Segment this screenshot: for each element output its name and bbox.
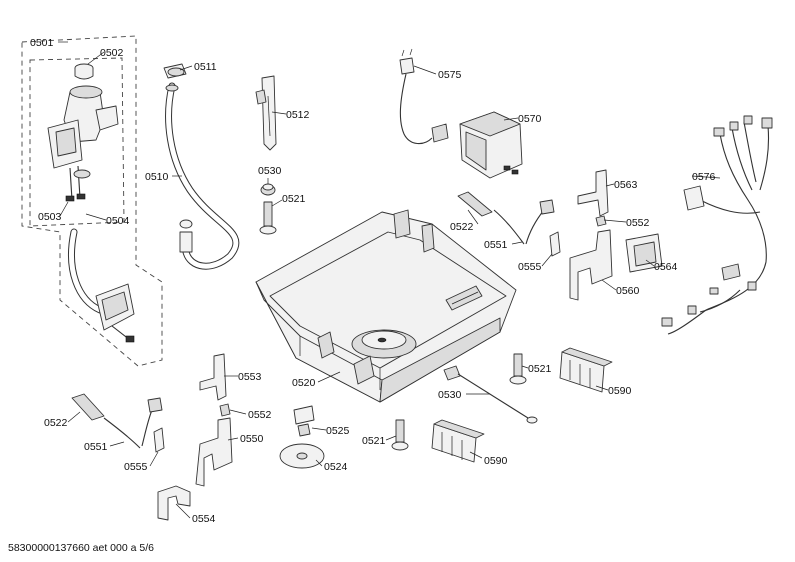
part-0555-clip-right (549, 231, 561, 257)
label-0501: 0501 (30, 37, 54, 49)
label-0504: 0504 (106, 215, 130, 227)
part-0563-bracket (577, 169, 609, 217)
label-0564: 0564 (654, 261, 678, 273)
part-0524-disc (279, 443, 325, 469)
part-0510-drain-hose (163, 63, 240, 270)
part-0521-screw-lower (391, 419, 409, 451)
part-0590-filter-upper (559, 347, 613, 393)
part-0522-strip-left (71, 393, 105, 421)
assembly-0501-boundary (21, 35, 163, 367)
label-0550: 0550 (240, 433, 264, 445)
part-0504-hose (68, 228, 135, 343)
label-0555-right: 0555 (518, 261, 542, 273)
part-0520-base-tub (255, 209, 517, 403)
label-0553: 0553 (238, 371, 262, 383)
part-0530-nut-upper (260, 183, 276, 196)
label-0555-left: 0555 (124, 461, 148, 473)
label-0502: 0502 (100, 47, 124, 59)
label-0590-upper: 0590 (608, 385, 632, 397)
part-0522-strip-right (457, 191, 493, 217)
part-0570-electronic-module (459, 111, 523, 179)
label-0530-upper: 0530 (258, 165, 282, 177)
part-0551-sensor-left (103, 397, 163, 449)
part-0554-bracket (157, 485, 191, 521)
part-0502-water-valve (47, 63, 119, 202)
label-0512: 0512 (286, 109, 310, 121)
label-0590-lower: 0590 (484, 455, 508, 467)
part-0555-clip-left (153, 427, 165, 453)
assembly-0501-inner-boundary (29, 57, 125, 227)
label-0560: 0560 (616, 285, 640, 297)
part-0576-wiring-harness (661, 115, 773, 335)
label-0570: 0570 (518, 113, 542, 125)
document-reference-footer: 58300000137660 aet 000 a 5/6 (8, 542, 154, 554)
part-0530-rod (443, 365, 538, 424)
part-0553-bracket (199, 353, 227, 401)
label-0522-left: 0522 (44, 417, 68, 429)
label-0524: 0524 (324, 461, 348, 473)
part-0550-mount-plate (195, 417, 233, 487)
leader-lines (58, 41, 721, 519)
label-0530-lower: 0530 (438, 389, 462, 401)
label-0503: 0503 (38, 211, 62, 223)
label-0554: 0554 (192, 513, 216, 525)
part-0525-connector (293, 405, 315, 437)
part-0512-bracket (255, 75, 277, 151)
part-0521-screw-mid (509, 353, 527, 385)
part-0560-mount-plate (569, 229, 613, 301)
label-0551-left: 0551 (84, 441, 108, 453)
part-0552-clip-right (595, 215, 607, 227)
label-0563: 0563 (614, 179, 638, 191)
part-0551-sensor-right (493, 199, 555, 245)
label-0521-mid: 0521 (528, 363, 552, 375)
label-0552-left: 0552 (248, 409, 272, 421)
label-0576: 0576 (692, 171, 716, 183)
label-0522-right: 0522 (450, 221, 474, 233)
label-0521-lower: 0521 (362, 435, 386, 447)
label-0552-right: 0552 (626, 217, 650, 229)
part-0564-cover (625, 233, 663, 273)
label-0525: 0525 (326, 425, 350, 437)
label-0551-right: 0551 (484, 239, 508, 251)
label-0575: 0575 (438, 69, 462, 81)
part-0590-filter-lower (431, 419, 485, 463)
label-0521-upper: 0521 (282, 193, 306, 205)
part-0575-mains-cable (399, 48, 449, 145)
part-0552-clip-left (219, 403, 231, 417)
label-0520: 0520 (292, 377, 316, 389)
part-0521-screw-upper (259, 201, 277, 235)
label-0510: 0510 (145, 171, 169, 183)
label-0511: 0511 (194, 61, 217, 73)
